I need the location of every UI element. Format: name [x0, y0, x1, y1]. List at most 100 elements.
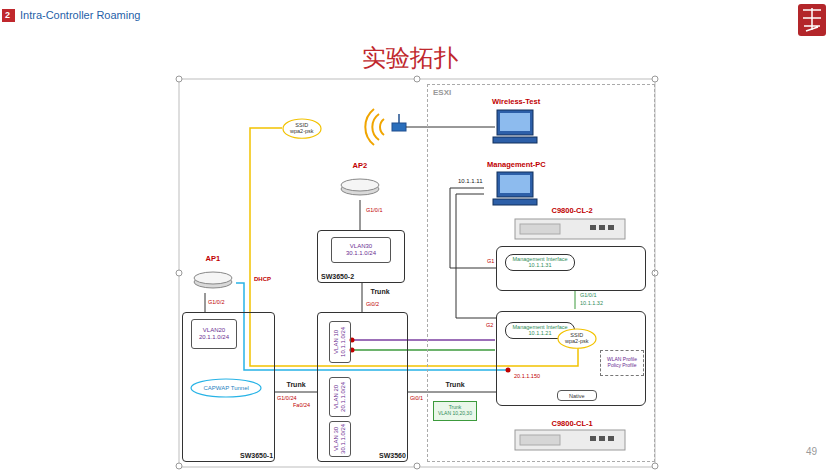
ssid-ellipse: SSIDwpa2-psk [282, 118, 322, 139]
esxi-region: ESXIWireless-TestManagement-PCC9800-CL-2… [427, 84, 655, 462]
text-group: Wireless-Test [492, 98, 540, 107]
node-label: SSID [290, 122, 314, 128]
antenna [398, 114, 400, 123]
text-group: Management Interface10.1.1.31 [513, 256, 568, 269]
text-group: VLAN 3030.1.1.0/24 [333, 424, 347, 454]
access-point: AP1 [190, 255, 236, 293]
usb-cable [406, 127, 495, 128]
logo-seal [798, 4, 826, 36]
controller-appliance [515, 430, 625, 450]
node-label: SW3560 [379, 452, 406, 460]
port [590, 436, 596, 441]
text-group: VLAN 1010.1.1.0/24 [333, 327, 347, 357]
screen [500, 113, 530, 131]
chassis [515, 219, 625, 239]
controller-box: C9800-CL-1Management Interface10.1.1.21S… [496, 311, 646, 406]
port-label: G1/0/1 [366, 207, 383, 213]
controller-link [575, 291, 576, 309]
switch-box: SW3560 VLAN 1010.1.1.0/24VLAN 2020.1.1.0/… [317, 312, 408, 462]
node-label: 10.1.1.21 [513, 330, 568, 336]
access-point-icon [341, 179, 379, 195]
vlan-box: VLAN 3030.1.1.0/24 [329, 421, 351, 457]
port-label: Gi0/2 [366, 301, 379, 307]
svi-flow [352, 349, 495, 351]
trunk-box: TrunkVLAN 10,20,30 [433, 401, 477, 421]
interface-dot [506, 368, 511, 373]
chassis [515, 430, 625, 450]
ip-address: 20.1.1.150 [514, 373, 540, 379]
node-label: Policy Profile [607, 363, 637, 369]
radio-wave [365, 109, 374, 145]
frame-handle [652, 270, 658, 276]
port [599, 225, 605, 230]
node-label: 10.1.1.31 [513, 262, 568, 268]
ellipse-shape [558, 329, 596, 348]
network-link [205, 293, 206, 312]
monitor [497, 110, 533, 135]
text-group: SSIDwpa2-psk [290, 122, 314, 135]
text-group: SSIDwpa2-psk [565, 332, 589, 345]
pc-node: Management-PC [484, 161, 549, 207]
ssid-flow [250, 128, 578, 366]
wireless-adapter [365, 109, 495, 145]
ellipse-shape [283, 119, 321, 138]
text-group: TrunkVLAN 10,20,30 [438, 405, 472, 417]
section-title: Intra-Controller Roaming [20, 9, 140, 22]
capwap-flow [236, 283, 508, 370]
port [608, 436, 614, 441]
ip-address: 10.1.1.32 [580, 300, 603, 306]
port [590, 225, 596, 230]
frame-handle [176, 463, 182, 469]
port-label: G1 [487, 258, 494, 264]
node-label: Wireless-Test [492, 98, 540, 107]
node-label: ESXI [433, 88, 451, 97]
node-label: CAPWAP Tunnel [204, 385, 249, 392]
link-label: Trunk [286, 381, 307, 389]
node-label: VLAN 30 [333, 424, 340, 454]
access-point: AP2 [337, 162, 383, 200]
node-label: Management Interface [513, 324, 568, 330]
frame-outline [179, 79, 655, 467]
port-label: Gi0/1 [410, 395, 423, 401]
pc-node: Wireless-Test [484, 98, 548, 146]
pc-icon [493, 110, 537, 143]
section-badge [2, 9, 15, 22]
network-link [456, 194, 496, 318]
ip-address: 10.1.1.11 [458, 178, 483, 185]
port-label: G2 [486, 322, 493, 328]
text-group: VLAN 2020.1.1.0/24 [333, 382, 347, 412]
panel [520, 435, 560, 445]
pc-base [493, 137, 537, 143]
node-label: AP1 [206, 255, 221, 264]
node-label: Native [569, 393, 585, 399]
frame-handle [652, 463, 658, 469]
monitor [497, 172, 533, 197]
vlan-box: VLAN2020.1.1.0/24 [191, 319, 237, 349]
port [599, 436, 605, 441]
frame-handle [414, 463, 420, 469]
node-label: C9800-CL-1 [552, 420, 593, 429]
native-box: Native [557, 390, 597, 401]
interface-pill: Management Interface10.1.1.21 [505, 322, 575, 339]
node-label: 20.1.1.0/24 [340, 382, 347, 412]
usb-dongle [392, 123, 406, 131]
frame-handle [414, 76, 420, 82]
tunnel-ellipse: CAPWAP Tunnel [190, 378, 262, 398]
text-group: Management-PC [487, 161, 546, 170]
panel [520, 224, 560, 234]
slide-title: 实验拓扑 [362, 44, 458, 72]
frame-handle [652, 76, 658, 82]
link-label: Trunk [370, 288, 391, 296]
section-number: 2 [5, 10, 10, 20]
text-group: Native [569, 393, 585, 399]
access-point-icon [194, 272, 232, 288]
protocol-label: DHCP [254, 276, 271, 283]
controller-appliance [515, 219, 625, 239]
screen [500, 175, 530, 193]
node-label: AP2 [353, 162, 368, 171]
network-link [360, 200, 361, 230]
svi-flow [352, 339, 495, 341]
node-label: 30.1.1.0/24 [346, 250, 376, 257]
node-label: wpa2-psk [565, 338, 589, 344]
ap-top [341, 179, 379, 191]
